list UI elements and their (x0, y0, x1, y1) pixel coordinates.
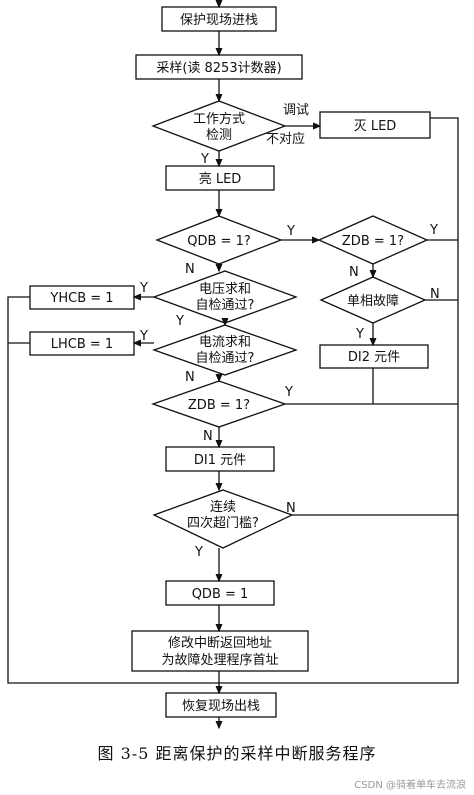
save-context-text: 保护现场进栈 (180, 13, 258, 28)
label-current-n: N (185, 370, 195, 385)
led-off-box (319, 111, 431, 139)
voltage-check-text-2: 自检通过? (196, 298, 255, 313)
label-zdb-mid-n: N (203, 429, 213, 444)
zdb-check-mid-text: ZDB = 1? (188, 398, 250, 413)
qdb-set-box (165, 580, 275, 606)
label-single-n: N (430, 287, 440, 302)
led-on-text: 亮 LED (199, 171, 242, 187)
connector-right-bus (219, 117, 459, 684)
current-check-text-1: 电流求和 (199, 335, 251, 350)
zdb-check-right-text: ZDB = 1? (342, 234, 404, 249)
qdb-check-text: QDB = 1? (187, 234, 251, 249)
led-off-text: 灭 LED (354, 119, 397, 134)
qdb-set-text: QDB = 1 (192, 587, 249, 602)
current-check-diamond (152, 324, 298, 376)
led-on-box (165, 165, 275, 191)
label-mismatch: 不对应 (266, 131, 305, 147)
sample-box (135, 54, 303, 80)
connector-left-bus (7, 296, 219, 684)
lhcb-text: LHCB = 1 (51, 337, 113, 352)
label-debug: 调试 (283, 103, 309, 118)
mode-detect-text-2: 检测 (206, 128, 232, 143)
figure-caption: 图 3-5 距离保护的采样中断服务程序 (97, 744, 377, 763)
label-current-y: Y (139, 329, 148, 344)
restore-context-text: 恢复现场出栈 (182, 699, 260, 714)
consecutive-text-1: 连续 (210, 499, 236, 515)
di2-text: DI2 元件 (348, 350, 400, 365)
voltage-check-text-1: 电压求和 (199, 282, 251, 297)
save-context-box (161, 6, 277, 32)
consecutive-check-diamond (152, 489, 294, 549)
di1-box (165, 446, 275, 472)
sample-text: 采样(读 8253计数器) (156, 61, 281, 76)
label-zdb-right-n: N (349, 265, 359, 280)
label-voltage-y2: Y (175, 314, 184, 329)
label-voltage-y: Y (139, 281, 148, 296)
consecutive-text-2: 四次超门槛? (187, 515, 259, 531)
label-zdb-right-y: Y (429, 223, 438, 238)
label-qdb-n: N (185, 262, 195, 277)
label-consecutive-n: N (286, 501, 296, 516)
yhcb-text: YHCB = 1 (49, 291, 113, 306)
label-zdb-mid-y: Y (284, 385, 293, 400)
modify-return-box (131, 630, 309, 672)
label-consecutive-y: Y (194, 545, 203, 560)
mode-detect-text-1: 工作方式 (193, 111, 245, 127)
watermark: CSDN @骑着单车去流浪 (354, 780, 466, 791)
modify-text-1: 修改中断返回地址 (168, 636, 272, 651)
modify-text-2: 为故障处理程序首址 (161, 653, 278, 668)
di1-text: DI1 元件 (194, 453, 246, 468)
single-phase-fault-text: 单相故障 (347, 294, 399, 309)
label-mode-y: Y (200, 152, 209, 167)
label-single-y: Y (355, 327, 364, 342)
current-check-text-2: 自检通过? (196, 351, 255, 366)
label-qdb-y: Y (286, 224, 295, 239)
